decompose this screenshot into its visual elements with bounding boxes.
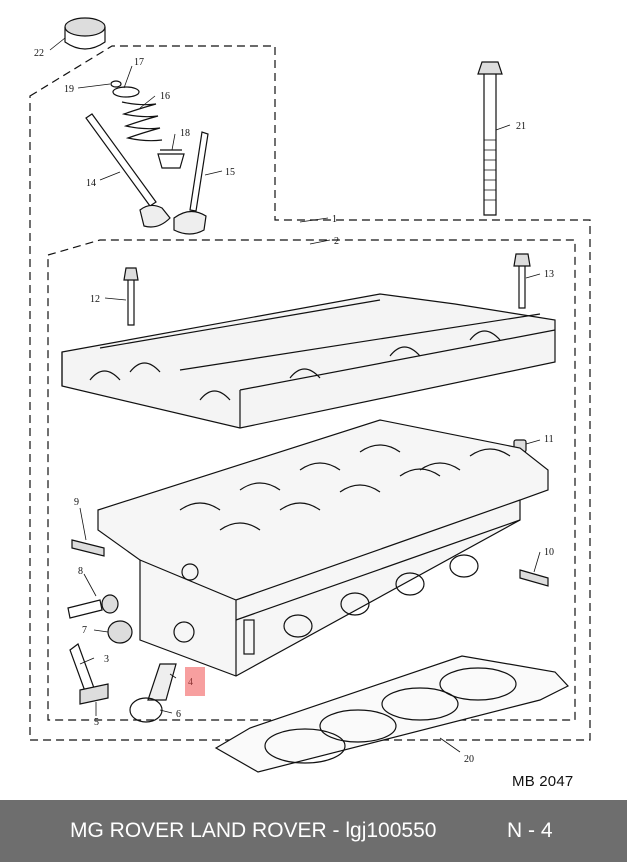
footer-part-text: MG ROVER LAND ROVER - lgj100550 — [70, 819, 437, 842]
fitting-3-part — [69, 643, 109, 705]
callout-9: 9 — [74, 497, 79, 508]
sender-part — [67, 594, 119, 619]
callout-19: 19 — [64, 84, 74, 95]
footer-page-ref: N - 4 — [507, 819, 553, 842]
callout-5: 5 — [94, 717, 99, 728]
group-2-boundary — [47, 239, 576, 721]
callout-1: 1 — [332, 214, 337, 225]
callout-22: 22 — [34, 48, 44, 59]
exploded-parts-diagram: 22 19 17 16 18 14 15 21 1 2 12 13 11 9 1… — [29, 17, 591, 773]
callout-11: 11 — [544, 434, 554, 445]
head-gasket-part — [214, 655, 569, 773]
callout-8: 8 — [78, 566, 83, 577]
oring-6-part — [129, 697, 163, 723]
callout-2: 2 — [334, 236, 339, 247]
plug-4-part — [147, 663, 177, 701]
callout-20: 20 — [464, 754, 474, 765]
diagram-code: MB 2047 — [512, 773, 574, 790]
stem-seal-part — [157, 149, 185, 169]
callout-13: 13 — [544, 269, 554, 280]
callout-6: 6 — [176, 709, 181, 720]
highlight-marker — [185, 667, 205, 696]
valve-spring-part — [121, 101, 163, 142]
callout-21: 21 — [516, 121, 526, 132]
leader-lines — [49, 37, 541, 753]
exhaust-valve-part — [173, 131, 209, 235]
callout-16: 16 — [160, 91, 170, 102]
callout-3: 3 — [104, 654, 109, 665]
inlet-valve-part — [85, 113, 171, 228]
callout-7: 7 — [82, 625, 87, 636]
tappet-part — [64, 17, 106, 50]
stud-9-part — [71, 539, 105, 557]
camshaft-carrier-part — [61, 293, 556, 429]
footer-bar: MG ROVER LAND ROVER - lgj100550 N - 4 — [0, 800, 627, 862]
group-1-boundary — [29, 45, 591, 741]
head-bolt-part — [477, 61, 503, 216]
callout-14: 14 — [86, 178, 96, 189]
callout-10: 10 — [544, 547, 554, 558]
callout-17: 17 — [134, 57, 144, 68]
carrier-bolt-part — [513, 253, 531, 309]
camcover-bolt-part — [123, 267, 139, 326]
callout-18: 18 — [180, 128, 190, 139]
callout-12: 12 — [90, 294, 100, 305]
cylinder-head-part — [97, 419, 549, 677]
retainer-part — [110, 80, 140, 98]
stud-10-part — [519, 569, 549, 587]
plug-7-part — [107, 620, 133, 644]
callout-15: 15 — [225, 167, 235, 178]
